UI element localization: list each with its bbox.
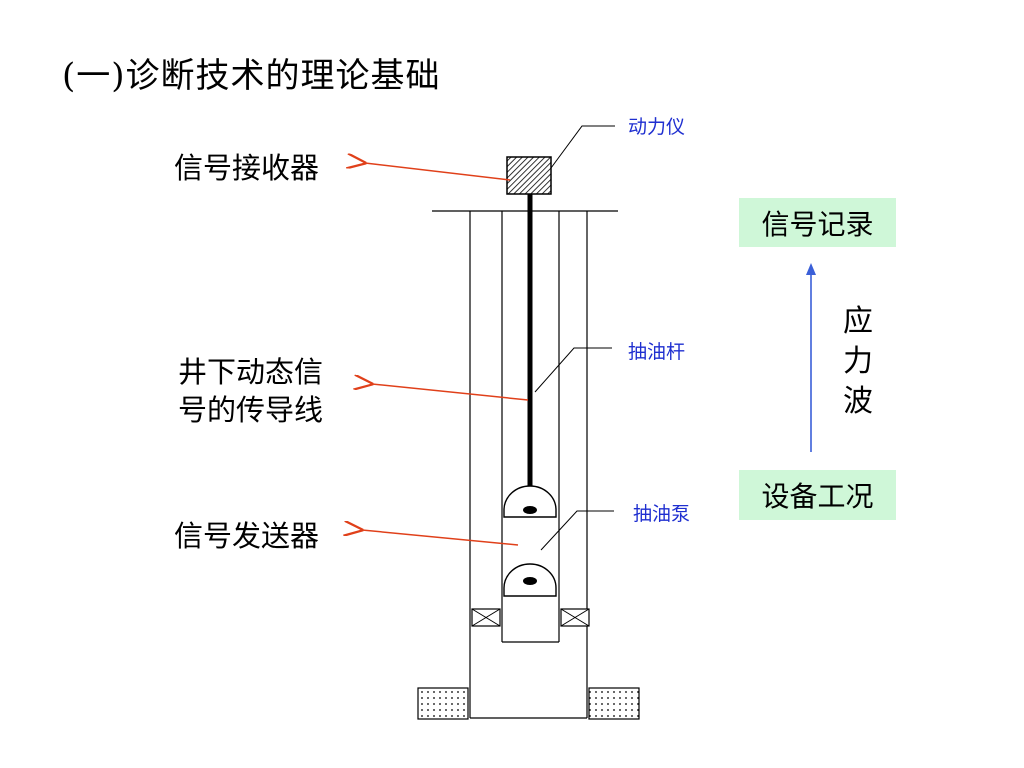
arrow-receiver: [365, 163, 511, 181]
valve-ball-lower: [523, 577, 537, 585]
label-signal-transmitter: 信号发送器: [174, 519, 320, 553]
packer-left-cross-b: [471, 608, 501, 627]
cement-block-left: [417, 687, 469, 720]
label-conduction-line-2: 号的传导线: [178, 393, 324, 427]
dynamometer-box: [506, 156, 552, 195]
pump-valve-upper: [503, 485, 557, 518]
label-oil-pump: 抽油泵: [633, 503, 691, 525]
valve-ball-upper: [523, 506, 537, 514]
packer-right-cross-b: [560, 608, 590, 627]
cement-block-right: [588, 687, 640, 720]
label-conduction-line-1: 井下动态信: [178, 355, 324, 389]
arrow-conduction: [372, 384, 529, 401]
label-signal-receiver: 信号接收器: [174, 151, 320, 185]
label-dynamometer: 动力仪: [628, 116, 686, 138]
stress-wave-char-3: 波: [843, 384, 873, 419]
label-stress-wave: 应 力 波: [838, 302, 878, 422]
label-sucker-rod: 抽油杆: [628, 341, 686, 363]
leader-dynamometer: [550, 125, 615, 169]
box-signal-record: 信号记录: [739, 198, 896, 247]
stress-wave-char-1: 应: [843, 304, 873, 339]
arrow-stress-wave-head: [806, 263, 816, 275]
leader-sucker-rod: [534, 347, 612, 393]
leader-oil-pump: [540, 510, 614, 551]
page-title: (一)诊断技术的理论基础: [62, 56, 441, 96]
box-equipment-condition: 设备工况: [739, 470, 896, 520]
stress-wave-char-2: 力: [843, 344, 873, 379]
arrow-transmitter: [362, 530, 519, 546]
label-downhole-conduction: 井下动态信 号的传导线: [178, 353, 323, 429]
